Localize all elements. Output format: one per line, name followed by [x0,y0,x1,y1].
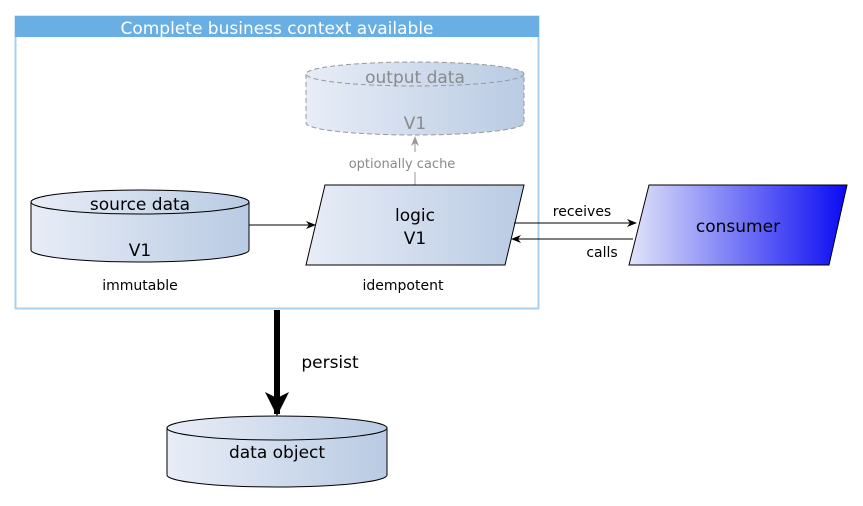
persist-edge-label: persist [301,353,359,373]
source-data-cylinder[interactable]: source data V1 [30,189,250,263]
cache-edge: optionally cache [336,136,468,185]
calls-edge: calls [511,235,633,261]
persist-edge: persist [265,310,359,416]
output-data-title: output data [365,68,465,88]
logic-title: logic [395,206,435,226]
cache-edge-label: optionally cache [349,157,456,172]
container-title: Complete business context available [120,19,433,39]
calls-edge-label: calls [586,245,617,261]
logic-node[interactable]: logic V1 [305,184,525,266]
container-header [15,16,539,37]
output-data-cylinder[interactable]: output data V1 [305,61,525,136]
output-data-version: V1 [404,114,426,134]
data-object-cylinder[interactable]: data object [166,415,388,488]
consumer-node[interactable]: consumer [628,184,848,266]
consumer-title: consumer [696,217,780,237]
data-object-title: data object [229,443,325,463]
source-data-title: source data [90,195,190,215]
receives-edge-label: receives [553,204,611,220]
logic-caption: idempotent [363,278,444,294]
receives-edge: receives [514,204,637,227]
logic-version: V1 [404,229,426,249]
source-data-caption: immutable [102,278,178,294]
source-data-version: V1 [129,241,151,261]
